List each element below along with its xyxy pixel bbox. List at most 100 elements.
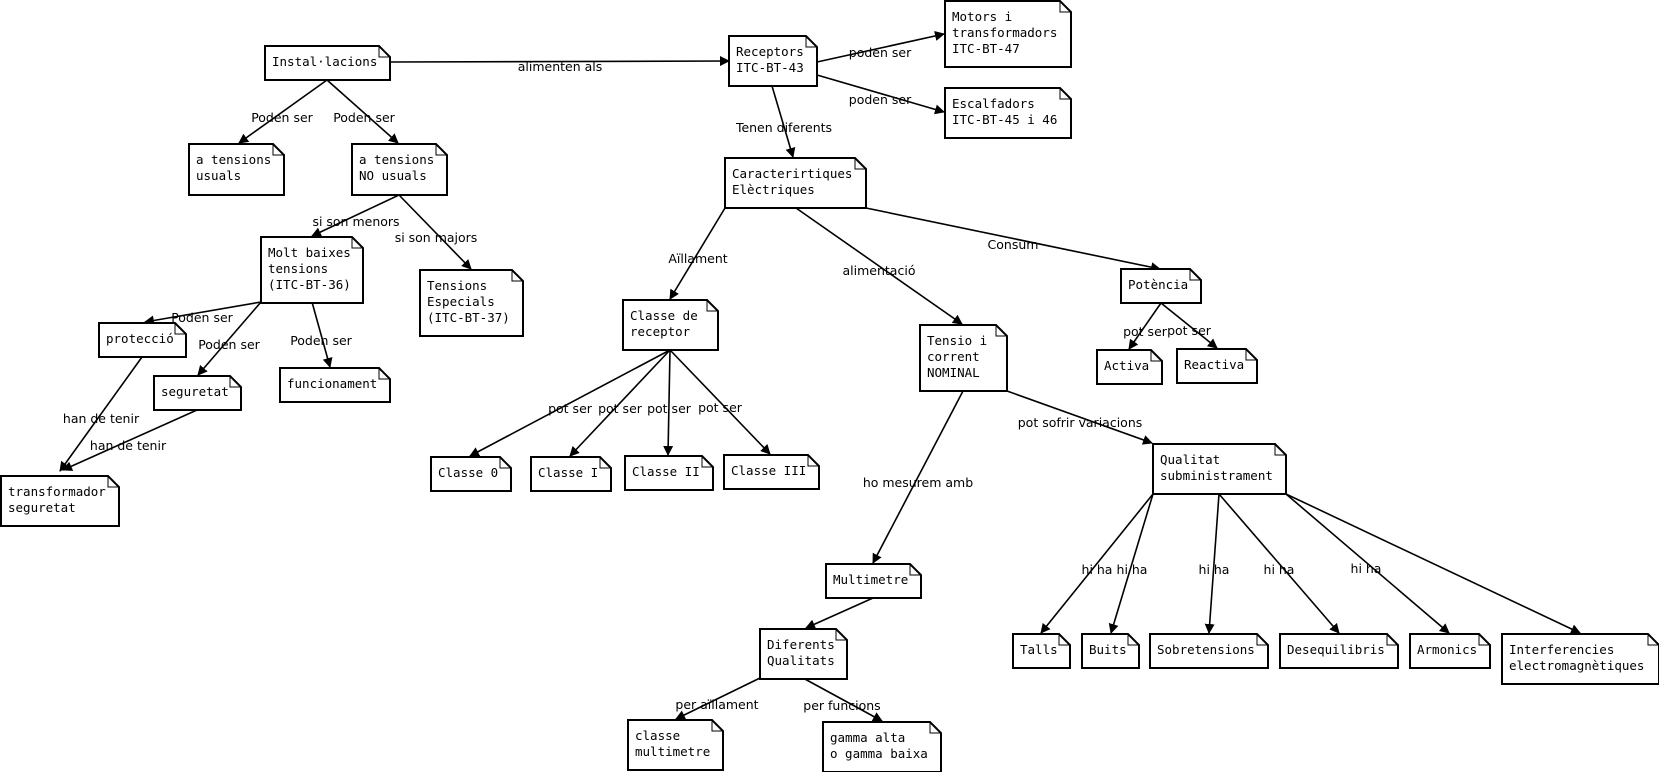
concept-node-activa: Activa <box>1096 349 1163 385</box>
edge-label-tensions-no-usuals-to-molt-baixes: si son menors <box>312 214 399 229</box>
node-text-line: transformadors <box>952 25 1057 40</box>
node-text-line: o gamma baixa <box>830 746 928 761</box>
concept-node-classe-0: Classe 0 <box>430 456 512 492</box>
node-fold-corner <box>1386 634 1398 646</box>
node-fold-corner <box>107 476 119 488</box>
edge-installacions-to-receptors <box>389 56 730 67</box>
edge-potencia-to-reactiva <box>1160 302 1218 349</box>
edge-label-installacions-to-tensions-usuals: Poden ser <box>251 110 313 125</box>
node-text-line: NO usuals <box>359 168 427 183</box>
node-text-line: Motors i <box>952 9 1012 24</box>
node-fold-corner <box>499 457 511 469</box>
node-box <box>1501 633 1659 685</box>
edge-label-proteccio-to-transformador: han de tenir <box>63 411 140 426</box>
node-box <box>98 322 187 358</box>
node-text-line: seguretat <box>161 384 229 399</box>
concept-node-classe-i: Classe I <box>530 456 612 492</box>
node-text-line: ITC-BT-43 <box>736 60 804 75</box>
edge-label-molt-baixes-to-funcionament: Poden ser <box>290 333 352 348</box>
concept-node-desequilibris: Desequilibris <box>1279 633 1399 669</box>
edge-label-qualitat-to-talls: hi ha <box>1082 562 1113 577</box>
node-text-line: Instal·lacions <box>272 54 377 69</box>
edge-qualitat-to-buits <box>1108 493 1154 634</box>
node-fold-corner <box>1256 634 1268 646</box>
node-box <box>1149 633 1269 669</box>
node-text-line: Potència <box>1128 277 1188 292</box>
edge-tensions-no-usuals-to-molt-baixes <box>311 194 400 237</box>
concept-node-talls: Talls <box>1012 633 1071 669</box>
node-box <box>1120 268 1202 304</box>
edge-label-installacions-to-receptors: alimenten als <box>518 59 603 74</box>
node-box <box>0 475 120 527</box>
node-fold-corner <box>272 144 284 156</box>
edge-multimetre-to-diferents <box>805 597 874 629</box>
edge-potencia-to-activa <box>1128 302 1162 350</box>
edge-label-classe-receptor-to-classe-ii: pot ser <box>647 401 692 416</box>
node-fold-corner <box>835 629 847 641</box>
node-fold-corner <box>995 325 1007 337</box>
node-text-line: Classe II <box>632 464 700 479</box>
edge-classe-receptor-to-classe-ii <box>663 349 674 456</box>
edge-label-classe-receptor-to-classe-iii: pot ser <box>698 400 743 415</box>
edge-seguretat-to-transformador <box>62 409 198 471</box>
node-fold-corner <box>929 722 941 734</box>
node-box <box>1409 633 1491 669</box>
node-text-line: Classe I <box>538 465 598 480</box>
node-fold-corner <box>1058 634 1070 646</box>
edge-caracteristiques-to-classe-receptor <box>669 207 726 300</box>
node-box <box>419 269 524 337</box>
edge-label-qualitat-to-buits: hi ha <box>1117 562 1148 577</box>
edge-label-qualitat-to-desequilibris: hi ha <box>1264 562 1295 577</box>
edge-label-receptors-to-escalfadors: poden ser <box>849 92 912 107</box>
node-text-line: seguretat <box>8 500 76 515</box>
edge-molt-baixes-to-funcionament <box>311 301 333 368</box>
edge-qualitat-to-interferencies <box>1285 493 1581 634</box>
edge-receptors-to-motors <box>816 31 945 63</box>
edge-label-classe-receptor-to-classe-i: pot ser <box>598 401 643 416</box>
node-text-line: corrent <box>927 349 980 364</box>
node-fold-corner <box>1127 634 1139 646</box>
node-fold-corner <box>701 456 713 468</box>
edge-label-tensio-corrent-to-multimetre: ho mesurem amb <box>863 475 973 490</box>
node-fold-corner <box>1245 349 1257 361</box>
node-box <box>430 456 512 492</box>
node-fold-corner <box>511 270 523 282</box>
concept-node-sobretensions: Sobretensions <box>1149 633 1269 669</box>
concept-node-reactiva: Reactiva <box>1176 348 1258 384</box>
node-text-line: (ITC-BT-36) <box>268 277 351 292</box>
node-fold-corner <box>1059 1 1071 13</box>
concept-node-proteccio: protecció <box>98 322 187 358</box>
node-box <box>724 157 867 209</box>
edge-receptors-to-caracteristiques <box>771 85 796 158</box>
edge-label-potencia-to-reactiva: pot ser <box>1167 323 1212 338</box>
concept-node-buits: Buits <box>1081 633 1140 669</box>
node-text-line: Qualitats <box>767 653 835 668</box>
node-fold-corner <box>229 376 241 388</box>
edge-label-molt-baixes-to-seguretat: Poden ser <box>198 337 260 352</box>
edge-tensions-no-usuals-to-especials <box>398 194 472 270</box>
edge-classe-receptor-to-classe-iii <box>669 349 771 455</box>
node-text-line: Activa <box>1104 358 1149 373</box>
node-box <box>622 299 719 351</box>
node-text-line: subministrament <box>1160 468 1273 483</box>
node-text-line: Classe III <box>731 463 806 478</box>
node-text-line: Armonics <box>1417 642 1477 657</box>
node-fold-corner <box>1150 350 1162 362</box>
node-text-line: Elèctriques <box>732 182 815 197</box>
node-text-line: Reactiva <box>1184 357 1244 372</box>
node-fold-corner <box>599 457 611 469</box>
node-text-line: classe <box>635 728 680 743</box>
node-box <box>351 143 448 196</box>
